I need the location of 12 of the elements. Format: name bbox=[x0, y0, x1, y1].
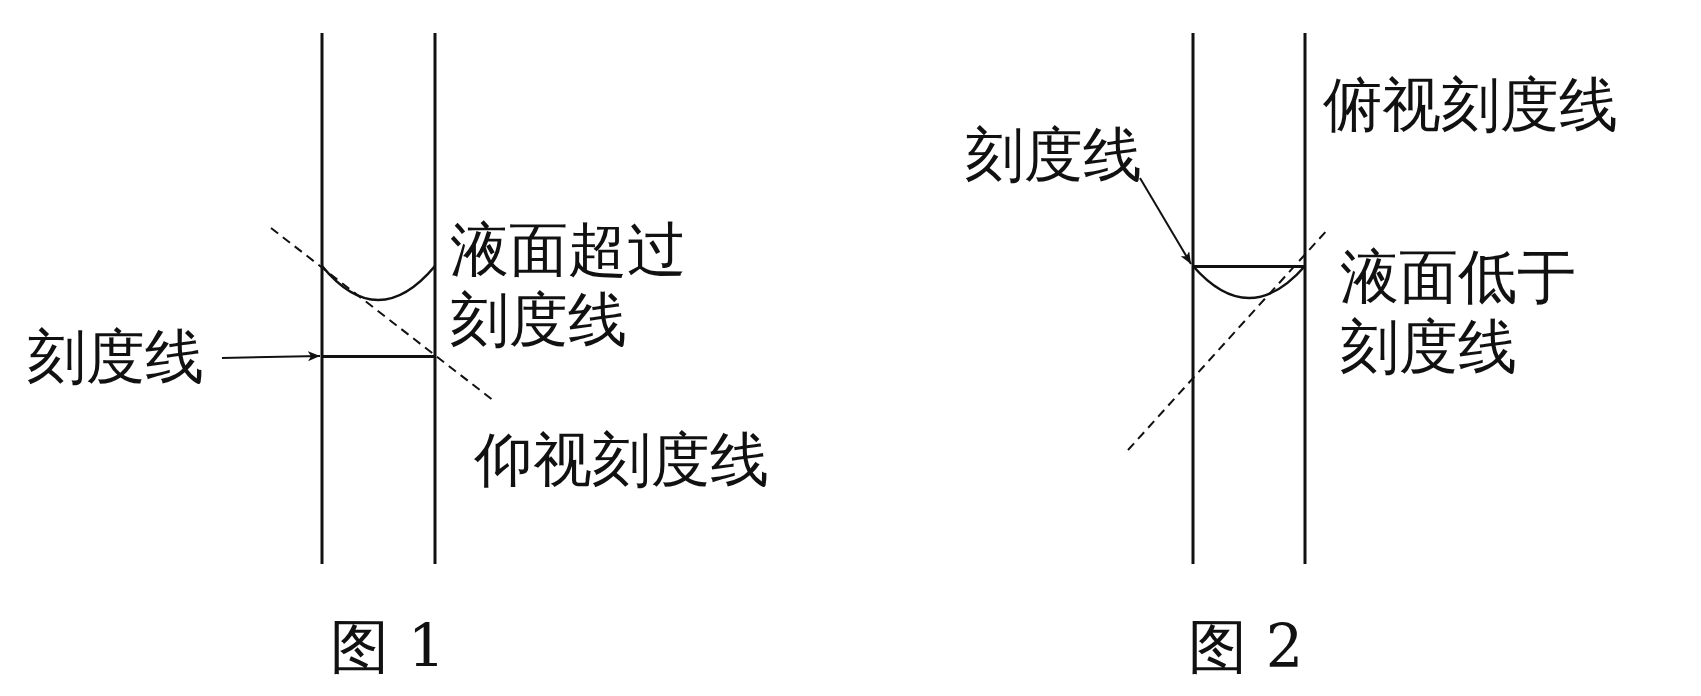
label: 液面低于刻度线 bbox=[1340, 242, 1577, 382]
arrow bbox=[221, 351, 321, 362]
arrow bbox=[1139, 177, 1192, 265]
label: 图 2 bbox=[1188, 612, 1304, 682]
label: 液面超过刻度线 bbox=[450, 215, 687, 355]
label: 俯视刻度线 bbox=[1323, 70, 1618, 140]
label: 图 1 bbox=[330, 612, 446, 682]
callout-label: 刻度线 bbox=[965, 120, 1142, 190]
scale-line bbox=[1193, 265, 1305, 268]
callout-label: 刻度线 bbox=[27, 322, 204, 392]
label: 仰视刻度线 bbox=[474, 425, 769, 495]
scale-line bbox=[322, 355, 435, 358]
